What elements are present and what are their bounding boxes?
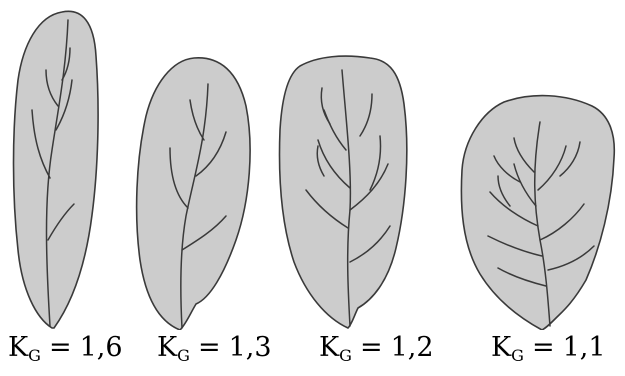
caption-subscript: G [339,346,352,365]
caption-subscript: G [28,346,41,365]
caption-symbol: K [319,332,340,363]
leaf-4-veins [487,121,595,327]
leaf-1 [12,10,99,329]
caption-equals: = [197,332,221,363]
caption-value: 1,2 [390,332,434,363]
caption-value: 1,1 [562,332,606,363]
caption-value: 1,6 [79,332,123,363]
leaf-1-caption: KG =1,6 [8,332,123,364]
caption-symbol: K [157,332,178,363]
caption-subscript: G [511,346,524,365]
leaf-3-blade [278,55,408,329]
leaf-diagram [12,10,616,330]
leaf-1-veins [31,19,75,327]
caption-equals: = [359,332,383,363]
leaf-3 [278,55,408,329]
caption-subscript: G [177,346,190,365]
leaf-4-caption: KG =1,1 [491,332,606,364]
caption-symbol: K [8,332,29,363]
leaf-1-blade [12,10,99,329]
leaf-3-veins [305,69,391,327]
leaf-3-caption: KG =1,2 [319,332,434,364]
leaf-2-blade [135,57,251,330]
caption-value: 1,3 [228,332,272,363]
leaf-4 [460,94,616,330]
leaf-2 [135,57,251,330]
caption-equals: = [531,332,555,363]
caption-equals: = [48,332,72,363]
leaf-2-caption: KG =1,3 [157,332,272,364]
leaf-2-veins [169,83,227,329]
leaf-4-blade [460,94,616,330]
caption-symbol: K [491,332,512,363]
